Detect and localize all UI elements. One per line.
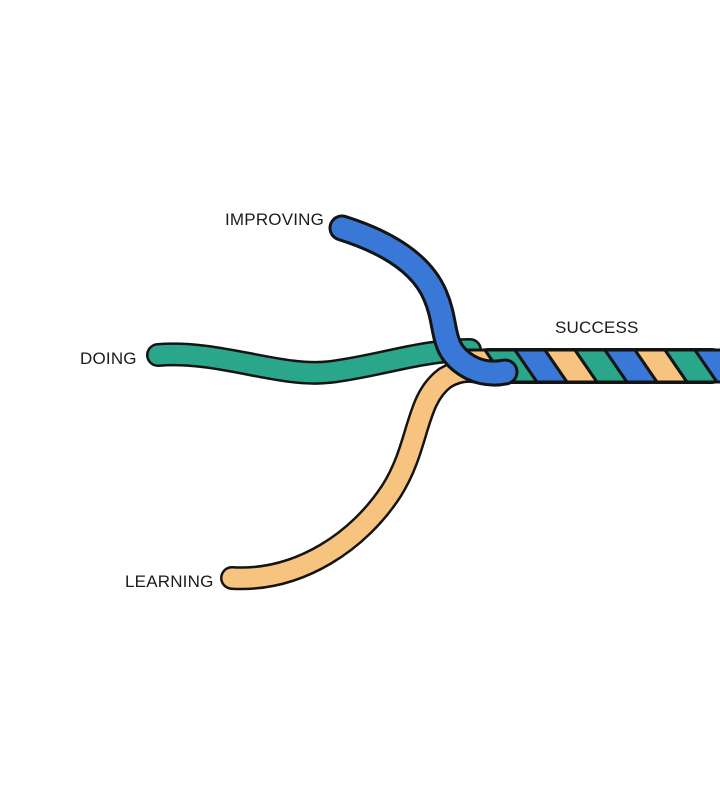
label-improving: IMPROVING	[225, 210, 324, 229]
rope-twist-improving	[693, 348, 720, 384]
learning-strand	[220, 358, 490, 591]
success-rope	[455, 348, 720, 384]
doing-strand	[146, 338, 482, 385]
label-doing: DOING	[80, 349, 137, 368]
improving-strand	[328, 214, 519, 387]
label-success: SUCCESS	[555, 318, 639, 337]
label-learning: LEARNING	[125, 572, 214, 591]
